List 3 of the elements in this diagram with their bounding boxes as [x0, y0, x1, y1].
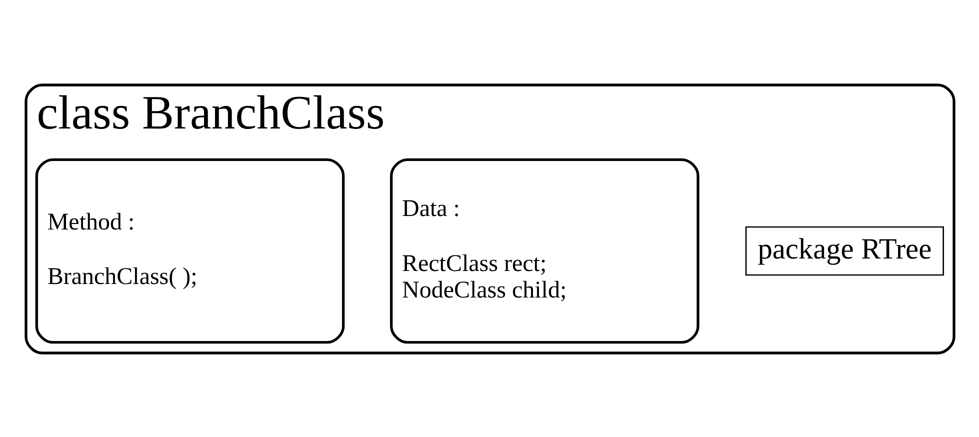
node-box: Data : RectClass rect; NodeClass child;	[390, 158, 699, 344]
node-box: package RTree	[744, 226, 944, 276]
node-box: Method : BranchClass( );	[34, 158, 344, 344]
